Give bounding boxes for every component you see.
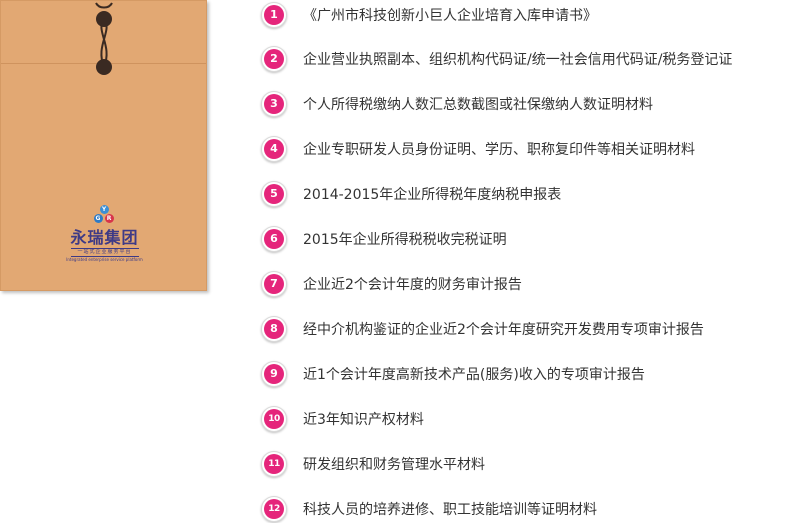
requirement-text: 企业近2个会计年度的财务审计报告 (303, 277, 522, 293)
list-item: 1 《广州市科技创新小巨人企业培育入库申请书》 (261, 2, 811, 28)
list-item: 11 研发组织和财务管理水平材料 (261, 451, 811, 477)
brand-tagline: 一站式企业服务平台 (70, 248, 139, 257)
requirement-text: 科技人员的培养进修、职工技能培训等证明材料 (303, 502, 597, 518)
number-badge: 6 (261, 226, 287, 252)
brand-tagline-en: Integrated enterprise service platform (66, 257, 143, 262)
number-badge: 2 (261, 46, 287, 72)
logo-dot-y: Y (99, 205, 109, 214)
requirement-text: 企业专职研发人员身份证明、学历、职称复印件等相关证明材料 (303, 142, 695, 158)
badge-number: 2 (264, 49, 284, 69)
list-item: 9 近1个会计年度高新技术产品(服务)收入的专项审计报告 (261, 361, 811, 387)
number-badge: 9 (261, 361, 287, 387)
requirement-text: 2014-2015年企业所得税年度纳税申报表 (303, 187, 562, 203)
list-item: 5 2014-2015年企业所得税年度纳税申报表 (261, 181, 811, 207)
badge-number: 7 (264, 274, 284, 294)
badge-number: 11 (264, 454, 284, 474)
requirement-text: 近3年知识产权材料 (303, 412, 424, 428)
brand-name: 永瑞集团 (70, 228, 139, 247)
number-badge: 12 (261, 496, 287, 522)
envelope-string-tie-icon (95, 2, 113, 75)
requirement-text: 《广州市科技创新小巨人企业培育入库申请书》 (303, 8, 597, 24)
number-badge: 1 (261, 2, 287, 28)
badge-number: 1 (264, 5, 284, 25)
requirement-text: 2015年企业所得税税收完税证明 (303, 232, 507, 248)
list-item: 4 企业专职研发人员身份证明、学历、职称复印件等相关证明材料 (261, 136, 811, 162)
badge-number: 10 (264, 409, 284, 429)
number-badge: 10 (261, 406, 287, 432)
requirement-text: 近1个会计年度高新技术产品(服务)收入的专项审计报告 (303, 367, 645, 383)
list-item: 7 企业近2个会计年度的财务审计报告 (261, 271, 811, 297)
requirement-text: 企业营业执照副本、组织机构代码证/统一社会信用代码证/税务登记证 (303, 52, 733, 68)
list-item: 10 近3年知识产权材料 (261, 406, 811, 432)
badge-number: 6 (264, 229, 284, 249)
requirement-text: 个人所得税缴纳人数汇总数截图或社保缴纳人数证明材料 (303, 97, 653, 113)
number-badge: 8 (261, 316, 287, 342)
logo-dot-g: G (93, 214, 103, 223)
badge-number: 8 (264, 319, 284, 339)
number-badge: 11 (261, 451, 287, 477)
number-badge: 4 (261, 136, 287, 162)
badge-number: 9 (264, 364, 284, 384)
requirement-text: 经中介机构鉴证的企业近2个会计年度研究开发费用专项审计报告 (303, 322, 704, 338)
list-item: 8 经中介机构鉴证的企业近2个会计年度研究开发费用专项审计报告 (261, 316, 811, 342)
logo-dot-r: R (104, 214, 114, 223)
number-badge: 7 (261, 271, 287, 297)
list-item: 6 2015年企业所得税税收完税证明 (261, 226, 811, 252)
badge-number: 5 (264, 184, 284, 204)
number-badge: 3 (261, 91, 287, 117)
badge-number: 4 (264, 139, 284, 159)
badge-number: 3 (264, 94, 284, 114)
document-envelope: Y G R 永瑞集团 一站式企业服务平台 Integrated enterpri… (0, 0, 207, 291)
envelope-logo: Y G R 永瑞集团 一站式企业服务平台 Integrated enterpri… (1, 205, 208, 262)
badge-number: 12 (264, 499, 284, 519)
list-item: 12 科技人员的培养进修、职工技能培训等证明材料 (261, 496, 811, 522)
number-badge: 5 (261, 181, 287, 207)
list-item: 2 企业营业执照副本、组织机构代码证/统一社会信用代码证/税务登记证 (261, 46, 811, 72)
brand-logo-icon: Y G R (90, 205, 120, 227)
requirement-text: 研发组织和财务管理水平材料 (303, 457, 485, 473)
list-item: 3 个人所得税缴纳人数汇总数截图或社保缴纳人数证明材料 (261, 91, 811, 117)
